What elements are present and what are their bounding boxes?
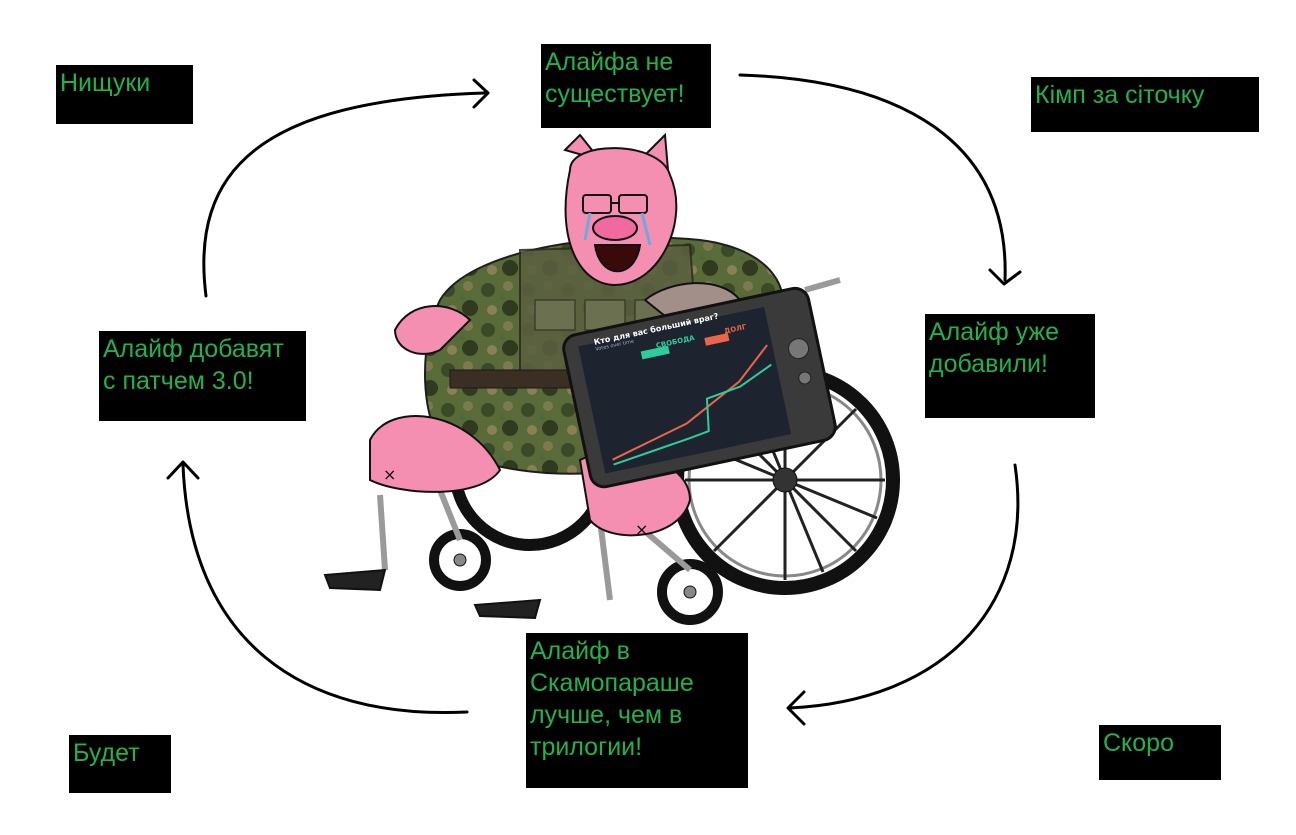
pig-head	[563, 132, 678, 287]
corner-caption-top-left: Нищуки	[56, 65, 193, 124]
cycle-arrow-icon	[788, 463, 1020, 710]
cycle-arrow-icon	[166, 460, 200, 480]
cycle-label-left: Алайф добавят с патчем 3.0!	[99, 331, 306, 421]
corner-caption-bottom-left: Будет	[69, 735, 171, 793]
corner-caption-top-right: Кімп за сіточку	[1031, 77, 1259, 132]
handheld-tablet	[562, 286, 837, 489]
cycle-arrow-icon	[786, 690, 806, 726]
cycle-label-right: Алайф уже добавили!	[925, 314, 1095, 418]
cycle-arrow-icon	[202, 91, 487, 298]
cycle-arrow-icon	[472, 78, 490, 109]
svg-text:×: ×	[383, 465, 396, 484]
cycle-arrow-icon	[181, 463, 469, 715]
cycle-arrow-icon	[988, 268, 1022, 286]
corner-caption-bottom-right: Скоро	[1099, 725, 1221, 780]
cycle-label-top: Алайфа не существует!	[541, 44, 711, 128]
svg-text:×: ×	[635, 520, 648, 539]
cycle-arrow-icon	[738, 73, 1007, 282]
cycle-label-bottom: Алайф в Скамопараше лучше, чем в трилоги…	[526, 633, 748, 788]
